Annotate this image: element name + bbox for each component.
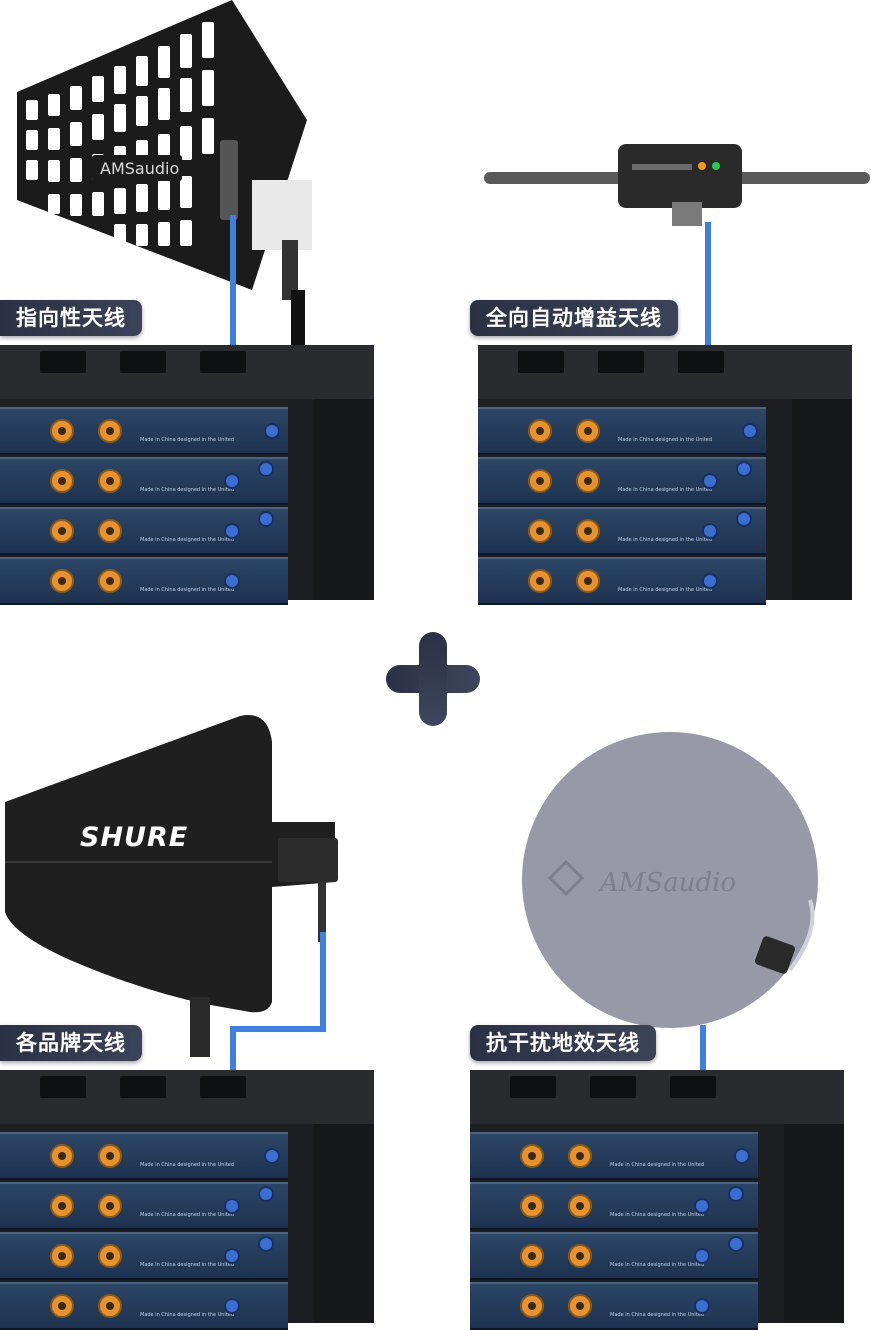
receiver-unit: Made in China designed in the United: [0, 407, 288, 455]
xlr-output-icon: [568, 1194, 592, 1218]
xlr-output-icon: [520, 1244, 544, 1268]
receiver-unit: Made in China designed in the United: [0, 507, 288, 555]
bnc-connector-icon: [264, 423, 280, 439]
receiver-unit: Made in China designed in the United: [470, 1132, 758, 1180]
receiver-rack: Made in China designed in the United Mad…: [478, 345, 852, 605]
receiver-unit: Made in China designed in the United: [470, 1282, 758, 1330]
receiver-unit: Made in China designed in the United: [470, 1232, 758, 1280]
xlr-output-icon: [520, 1144, 544, 1168]
bnc-connector-icon: [224, 1198, 240, 1214]
receiver-unit: Made in China designed in the United: [470, 1182, 758, 1230]
xlr-output-icon: [528, 569, 552, 593]
receiver-unit: Made in China designed in the United: [478, 457, 766, 505]
receiver-unit: Made in China designed in the United: [0, 557, 288, 605]
xlr-output-icon: [50, 1194, 74, 1218]
xlr-output-icon: [98, 1294, 122, 1318]
xlr-output-icon: [98, 519, 122, 543]
xlr-output-icon: [576, 519, 600, 543]
label-brand-antenna: 各品牌天线: [0, 1025, 142, 1061]
bnc-connector-icon: [694, 1248, 710, 1264]
bnc-connector-icon: [258, 511, 274, 527]
xlr-output-icon: [50, 1244, 74, 1268]
label-omni-antenna: 全向自动增益天线: [470, 300, 678, 336]
xlr-output-icon: [50, 469, 74, 493]
receiver-unit: Made in China designed in the United: [0, 1282, 288, 1330]
xlr-output-icon: [568, 1294, 592, 1318]
receiver-unit: Made in China designed in the United: [0, 1132, 288, 1180]
quadrant-directional: AMSaudio 指向性天线 Made in China designed in…: [0, 0, 380, 605]
receiver-unit: Made in China designed in the United: [0, 1182, 288, 1230]
bnc-connector-icon: [702, 473, 718, 489]
bnc-connector-icon: [224, 473, 240, 489]
xlr-output-icon: [98, 569, 122, 593]
receiver-rack: Made in China designed in the United Mad…: [0, 345, 374, 605]
receiver-unit: Made in China designed in the United: [0, 457, 288, 505]
xlr-output-icon: [98, 1144, 122, 1168]
bnc-connector-icon: [258, 1236, 274, 1252]
bnc-connector-icon: [258, 461, 274, 477]
xlr-output-icon: [98, 1244, 122, 1268]
bnc-connector-icon: [736, 461, 752, 477]
coax-cable: [320, 932, 326, 1032]
xlr-output-icon: [568, 1244, 592, 1268]
xlr-output-icon: [576, 569, 600, 593]
receiver-unit: Made in China designed in the United: [0, 1232, 288, 1280]
bnc-connector-icon: [258, 1186, 274, 1202]
xlr-output-icon: [576, 419, 600, 443]
ams-logo-text: AMSaudio: [600, 868, 737, 898]
bnc-connector-icon: [742, 423, 758, 439]
coax-cable: [705, 222, 711, 436]
xlr-output-icon: [98, 1194, 122, 1218]
xlr-output-icon: [528, 419, 552, 443]
xlr-output-icon: [528, 519, 552, 543]
xlr-output-icon: [528, 469, 552, 493]
bnc-connector-icon: [734, 1148, 750, 1164]
bnc-connector-icon: [224, 573, 240, 589]
quadrant-brand: SHURE 各品牌天线 Made in China designed in th…: [0, 700, 380, 1330]
omni-dipole-antenna-icon: [484, 144, 870, 226]
receiver-unit: Made in China designed in the United: [478, 407, 766, 455]
xlr-output-icon: [98, 469, 122, 493]
xlr-output-icon: [576, 469, 600, 493]
xlr-output-icon: [520, 1194, 544, 1218]
label-ground-plane-antenna: 抗干扰地效天线: [470, 1025, 656, 1061]
bnc-connector-icon: [694, 1298, 710, 1314]
bnc-connector-icon: [728, 1186, 744, 1202]
xlr-output-icon: [50, 569, 74, 593]
bnc-connector-icon: [728, 1236, 744, 1252]
ground-plane-antenna-icon: [522, 732, 818, 1028]
coax-cable: [230, 1026, 326, 1032]
xlr-output-icon: [50, 419, 74, 443]
xlr-output-icon: [50, 1144, 74, 1168]
bnc-connector-icon: [702, 523, 718, 539]
bnc-connector-icon: [224, 1248, 240, 1264]
bnc-connector-icon: [224, 523, 240, 539]
xlr-output-icon: [520, 1294, 544, 1318]
receiver-rack: Made in China designed in the United Mad…: [0, 1070, 374, 1330]
bnc-connector-icon: [702, 573, 718, 589]
receiver-unit: Made in China designed in the United: [478, 507, 766, 555]
xlr-output-icon: [568, 1144, 592, 1168]
receiver-rack: Made in China designed in the United Mad…: [470, 1070, 844, 1330]
ams-logo-text: AMSaudio: [100, 159, 179, 178]
bnc-connector-icon: [694, 1198, 710, 1214]
shure-logo: SHURE: [80, 822, 189, 853]
xlr-output-icon: [50, 519, 74, 543]
quadrant-omni: 全向自动增益天线 Made in China designed in the U…: [470, 0, 871, 605]
mic-stand-pole: [291, 290, 305, 350]
bnc-connector-icon: [264, 1148, 280, 1164]
label-directional-antenna: 指向性天线: [0, 300, 142, 336]
xlr-output-icon: [98, 419, 122, 443]
receiver-unit: Made in China designed in the United: [478, 557, 766, 605]
paddle-antenna-icon: [5, 715, 338, 1057]
bnc-connector-icon: [736, 511, 752, 527]
yagi-grid-antenna-icon: AMSaudio: [17, 0, 312, 300]
quadrant-ground-plane: AMSaudio 抗干扰地效天线 Made in China designed …: [470, 700, 871, 1330]
xlr-output-icon: [50, 1294, 74, 1318]
coax-cable: [230, 215, 236, 435]
bnc-connector-icon: [224, 1298, 240, 1314]
